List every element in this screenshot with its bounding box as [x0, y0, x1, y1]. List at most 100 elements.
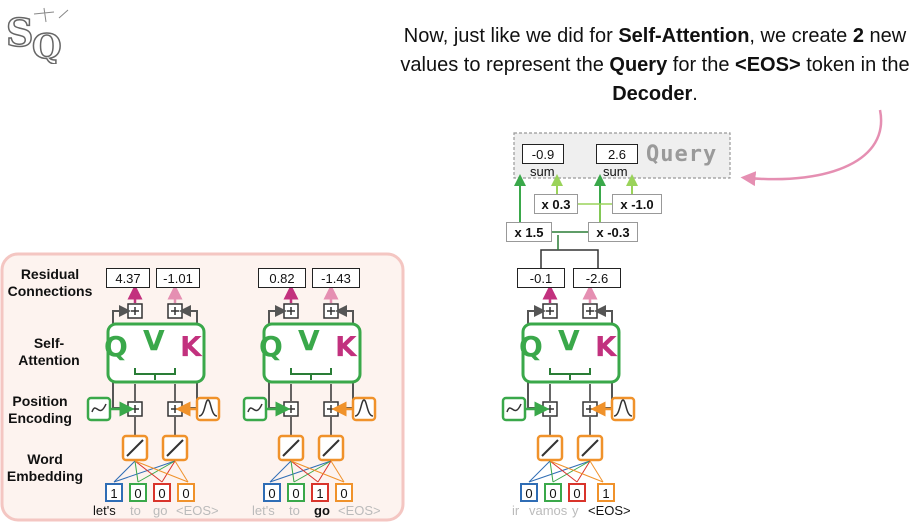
- fan-line: [134, 460, 139, 483]
- residual-value: 0.82: [258, 268, 306, 288]
- value-letter: V: [558, 324, 580, 357]
- query-value: 2.6: [596, 144, 638, 164]
- fan-line: [317, 460, 332, 483]
- fan-line: [549, 460, 604, 483]
- weight-box: x 0.3: [534, 194, 578, 214]
- token-label: <EOS>: [176, 503, 219, 518]
- decoder-residual-value: -2.6: [573, 268, 621, 288]
- token-label: go: [153, 503, 168, 518]
- token-label: to: [289, 503, 300, 518]
- fan-line: [330, 460, 345, 483]
- token-label: <EOS>: [588, 503, 631, 518]
- onehot-box: 0: [520, 483, 538, 502]
- token-label: let's: [93, 503, 116, 518]
- svg-text:Q: Q: [32, 27, 62, 64]
- plus-icon: [586, 307, 594, 315]
- token-label: ir: [512, 503, 520, 518]
- label-residual-connections: Residual Connections: [7, 266, 93, 299]
- onehot-box: 0: [335, 483, 353, 502]
- label-word-embedding: Word Embedding: [6, 451, 84, 484]
- self-attention-block: [521, 322, 621, 384]
- token-label: go: [314, 503, 330, 518]
- value-letter: V: [298, 324, 320, 357]
- onehot-box: 0: [544, 483, 562, 502]
- self-attention-block: [262, 322, 362, 384]
- fan-line: [134, 460, 163, 483]
- weight-box: x -1.0: [612, 194, 662, 214]
- fan-line: [589, 460, 604, 483]
- sum-label: sum: [603, 164, 628, 179]
- attention-wires: [290, 368, 332, 380]
- linear-icon: [322, 439, 340, 457]
- sum-label: sum: [530, 164, 555, 179]
- label-position-encoding: Position Encoding: [8, 393, 72, 426]
- sine-box: [501, 396, 527, 422]
- linear-icon: [541, 439, 559, 457]
- sine-icon: [247, 403, 263, 413]
- plus-icon: [546, 307, 554, 315]
- decoder-wire: [578, 203, 612, 222]
- pointer-arrow: [740, 109, 883, 187]
- label-self-attention: Self-Attention: [18, 335, 80, 368]
- bell-icon: [613, 399, 633, 417]
- plus-icon: [171, 307, 179, 315]
- plus-icon: [327, 307, 335, 315]
- token-label: to: [130, 503, 141, 518]
- query-letter: Q: [259, 330, 283, 363]
- linear-icon: [581, 439, 599, 457]
- fan-line: [528, 460, 551, 483]
- fan-line: [137, 460, 176, 483]
- token-label: <EOS>: [338, 503, 381, 518]
- bell-icon: [198, 399, 218, 417]
- fan-line: [269, 460, 332, 483]
- bell-box: [195, 396, 221, 422]
- key-letter: K: [180, 330, 202, 363]
- attention-wires: [134, 368, 176, 380]
- fan-line: [113, 460, 136, 483]
- sine-icon: [91, 403, 107, 413]
- sine-icon: [506, 403, 522, 413]
- self-attention-block: [106, 322, 206, 384]
- fan-line: [290, 460, 295, 483]
- fan-line: [174, 460, 189, 483]
- fan-line: [113, 460, 176, 483]
- linear-icon: [166, 439, 184, 457]
- fan-line: [576, 460, 591, 483]
- fan-line: [290, 460, 319, 483]
- linear-icon: [126, 439, 144, 457]
- decoder-wire: [545, 231, 588, 250]
- query-value: -0.9: [522, 144, 564, 164]
- fan-line: [549, 460, 578, 483]
- onehot-box: 0: [263, 483, 281, 502]
- onehot-box: 0: [153, 483, 171, 502]
- onehot-box: 0: [129, 483, 147, 502]
- query-letter: Q: [104, 330, 128, 363]
- bell-icon: [354, 399, 374, 417]
- token-label: let's: [252, 503, 275, 518]
- query-letter: Q: [519, 330, 543, 363]
- token-label: vamos: [529, 503, 568, 518]
- fan-line: [290, 460, 345, 483]
- fan-line: [293, 460, 332, 483]
- onehot-box: 1: [105, 483, 123, 502]
- residual-value: -1.43: [312, 268, 360, 288]
- weight-box: x 1.5: [506, 222, 552, 242]
- onehot-box: 0: [568, 483, 586, 502]
- onehot-box: 0: [287, 483, 305, 502]
- key-letter: K: [595, 330, 617, 363]
- sine-box: [242, 396, 268, 422]
- fan-line: [161, 460, 176, 483]
- decoder-residual-value: -0.1: [517, 268, 565, 288]
- fan-line: [528, 460, 591, 483]
- key-letter: K: [335, 330, 357, 363]
- token-label: y: [572, 503, 579, 518]
- statquest-logo: S Q: [4, 4, 74, 68]
- fan-line: [552, 460, 591, 483]
- residual-value: -1.01: [156, 268, 200, 288]
- plus-icon: [287, 307, 295, 315]
- bell-box: [610, 396, 636, 422]
- weight-box: x -0.3: [588, 222, 638, 242]
- onehot-box: 0: [177, 483, 195, 502]
- residual-value: 4.37: [106, 268, 150, 288]
